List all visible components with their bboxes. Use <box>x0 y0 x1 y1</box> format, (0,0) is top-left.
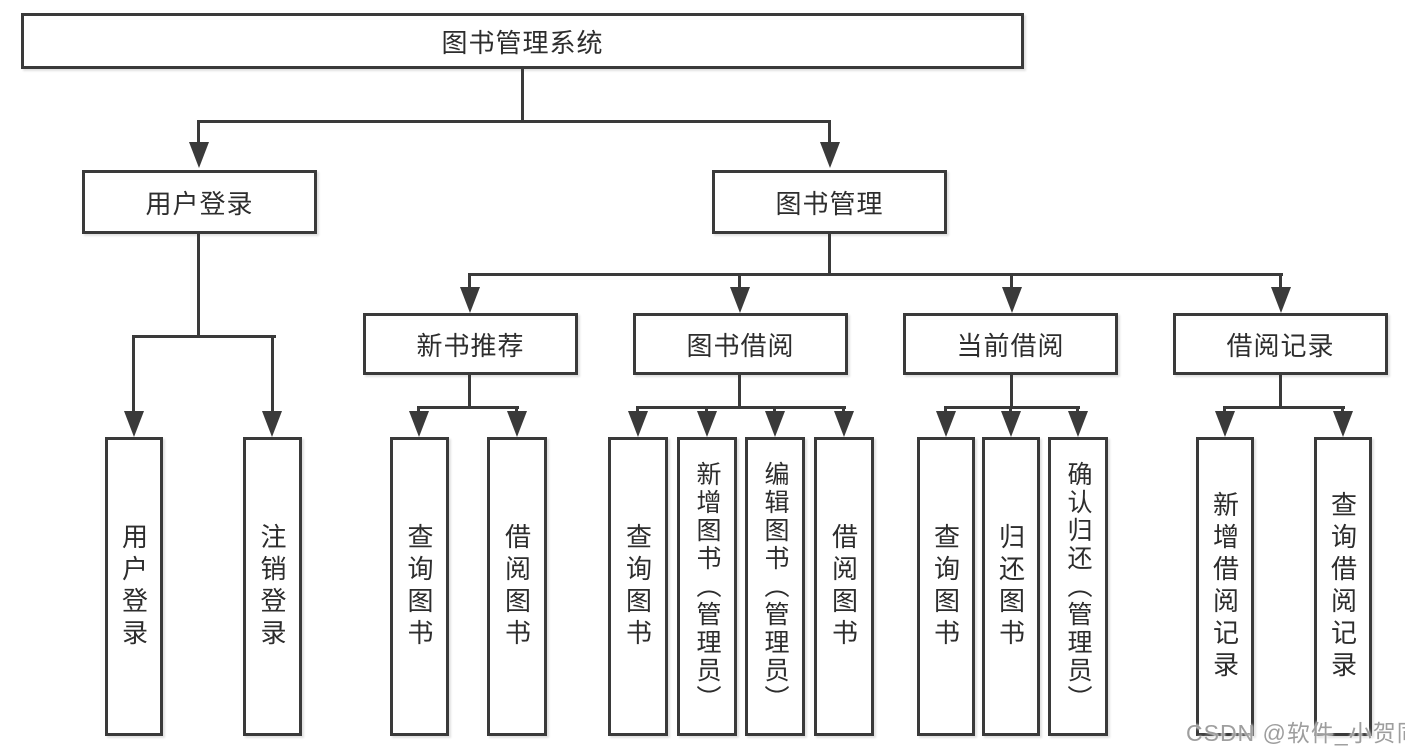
leaf-newbook-query-books: 查询图书 <box>390 437 449 736</box>
arrowhead-new-book <box>460 287 480 313</box>
arrowhead-bb-add <box>697 411 717 437</box>
leaf-borrowing-add-books-admin: 新增图书（管理员） <box>677 437 737 736</box>
leaf-newbook-borrow-books: 借阅图书 <box>487 437 547 736</box>
node-user-login: 用户登录 <box>82 170 317 234</box>
leaf-current-return-books: 归还图书 <box>982 437 1040 736</box>
leaf-borrowing-edit-books-admin: 编辑图书（管理员） <box>745 437 805 736</box>
connector-drop-leaf-logout <box>271 335 274 414</box>
arrowhead-borrowing-records <box>1271 287 1291 313</box>
connector-drop-borrowing-records <box>1279 273 1282 289</box>
connector-drop-bb-edit <box>773 406 776 414</box>
connector-drop-br-query <box>1341 406 1344 414</box>
connector-drop-cb-query <box>944 406 947 414</box>
connector-drop-cb-confirm <box>1076 406 1079 414</box>
connector-root-stem <box>521 69 524 122</box>
connector-book-management-stem <box>828 234 831 276</box>
connector-drop-bb-query <box>636 406 639 414</box>
arrowhead-bb-edit <box>765 411 785 437</box>
node-borrowing-records: 借阅记录 <box>1173 313 1388 375</box>
arrowhead-bb-query <box>628 411 648 437</box>
leaf-logout: 注销登录 <box>243 437 302 736</box>
connector-current-borrowing-stem <box>1010 375 1013 409</box>
connector-drop-nb-borrow <box>515 406 518 414</box>
connector-new-book-stem <box>468 375 471 409</box>
connector-borrowing-records-stem <box>1279 375 1282 409</box>
connector-drop-current-borrowing <box>1010 273 1013 289</box>
leaf-borrowing-borrow-books: 借阅图书 <box>814 437 874 736</box>
connector-user-login-stem <box>197 234 200 338</box>
leaf-records-add-record: 新增借阅记录 <box>1196 437 1254 736</box>
connector-drop-new-book <box>468 273 471 289</box>
connector-drop-leaf-user-login <box>132 335 135 414</box>
arrowhead-nb-query <box>409 411 429 437</box>
arrowhead-nb-borrow <box>507 411 527 437</box>
leaf-current-confirm-return-admin: 确认归还（管理员） <box>1048 437 1108 736</box>
connector-current-borrowing-rail <box>944 406 1080 409</box>
arrowhead-leaf-user-login <box>124 411 144 437</box>
arrowhead-bb-borrow <box>834 411 854 437</box>
connector-drop-book-borrowing <box>738 273 741 289</box>
connector-level2-rail <box>197 120 831 123</box>
node-current-borrowing: 当前借阅 <box>903 313 1118 375</box>
connector-borrowing-records-rail <box>1223 406 1345 409</box>
connector-drop-bb-add <box>705 406 708 414</box>
arrowhead-book-borrowing <box>730 287 750 313</box>
leaf-records-query-record: 查询借阅记录 <box>1314 437 1372 736</box>
arrowhead-cb-confirm <box>1068 411 1088 437</box>
connector-book-borrowing-stem <box>738 375 741 409</box>
arrowhead-cb-return <box>1001 411 1021 437</box>
arrowhead-br-add <box>1215 411 1235 437</box>
connector-drop-book-management <box>828 120 831 144</box>
connector-drop-bb-borrow <box>842 406 845 414</box>
arrowhead-cb-query <box>936 411 956 437</box>
arrowhead-book-management <box>820 142 840 168</box>
connector-level3-rail <box>468 273 1283 276</box>
arrowhead-user-login <box>189 142 209 168</box>
connector-drop-cb-return <box>1009 406 1012 414</box>
node-new-book-recommend: 新书推荐 <box>363 313 578 375</box>
leaf-borrowing-query-books: 查询图书 <box>608 437 668 736</box>
connector-user-login-rail <box>132 335 276 338</box>
connector-drop-nb-query <box>417 406 420 414</box>
arrowhead-br-query <box>1333 411 1353 437</box>
leaf-current-query-books: 查询图书 <box>917 437 975 736</box>
connector-drop-br-add <box>1223 406 1226 414</box>
connector-book-borrowing-rail <box>636 406 846 409</box>
node-library-management-system: 图书管理系统 <box>21 13 1024 69</box>
leaf-user-login: 用户登录 <box>105 437 163 736</box>
arrowhead-current-borrowing <box>1002 287 1022 313</box>
arrowhead-leaf-logout <box>262 411 282 437</box>
connector-new-book-rail <box>417 406 519 409</box>
csdn-watermark: CSDN @软件_小贺同学 <box>1186 720 1405 746</box>
connector-drop-user-login <box>197 120 200 144</box>
node-book-borrowing: 图书借阅 <box>633 313 848 375</box>
node-book-management: 图书管理 <box>712 170 947 234</box>
